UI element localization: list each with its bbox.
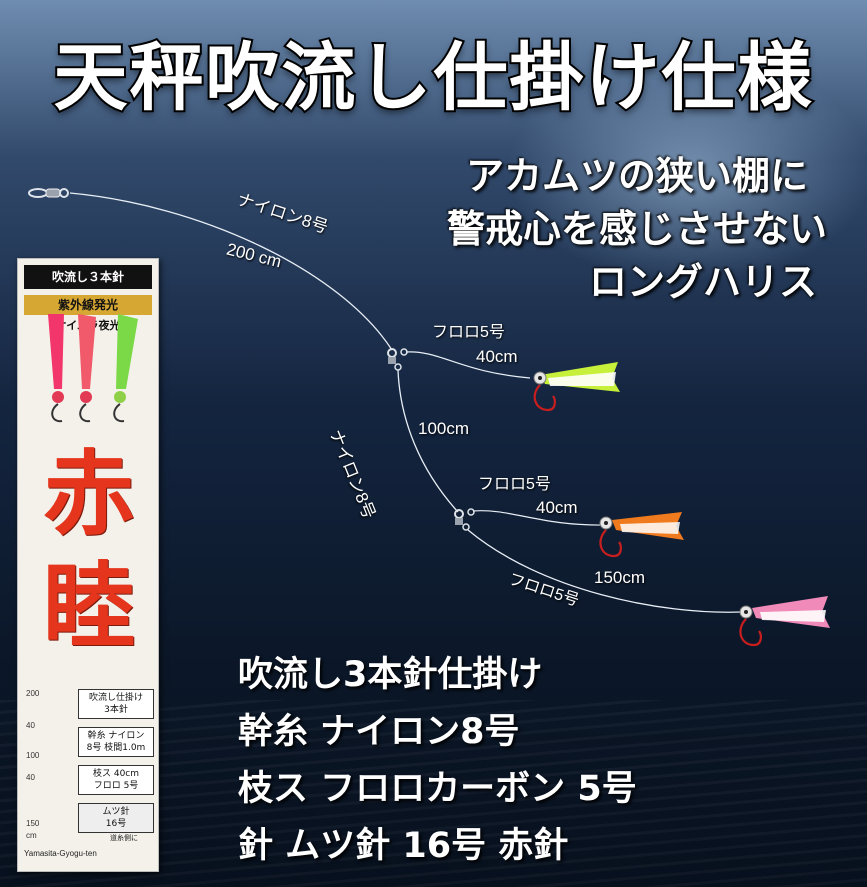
package-kanji-mutsu: 睦 [42, 552, 135, 660]
ruler-40a: 40 [26, 721, 35, 730]
tagline-line-3: ロングハリス [588, 260, 817, 304]
box2-line1: 幹糸 ナイロン [87, 731, 145, 741]
package-lures-icon [48, 314, 138, 423]
tagline-line-1: アカムツの狭い棚に [465, 154, 808, 198]
package-spec-box-3: 枝ス 40cm フロロ 5号 [78, 765, 154, 795]
ruler-200: 200 [26, 689, 40, 698]
ruler-unit: cm [26, 831, 37, 840]
three-way-swivel-icon-1 [387, 348, 408, 371]
branch1-material-label: フロロ5号 [432, 324, 505, 341]
snap-swivel-icon [28, 188, 69, 198]
box4-line2: 16号 [105, 819, 127, 829]
middle-length-label: 100cm [418, 419, 470, 438]
product-package: 吹流し３本針 紫外線発光 ケイムラ夜光 赤 睦 200 40 100 40 15… [17, 258, 159, 872]
package-uv-band: 紫外線発光 [24, 295, 152, 315]
main-line-nylon [69, 192, 393, 351]
spec-line-4: 針 ムツ針 16号 赤針 [238, 826, 569, 866]
tagline: アカムツの狭い棚に 警戒心を感じさせない ロングハリス [447, 150, 827, 309]
middle-line-nylon [397, 369, 459, 513]
box3-line1: 枝ス [92, 769, 111, 779]
box3-line2: フロロ [93, 781, 121, 791]
orange-lure-icon [599, 512, 684, 558]
tail-line [467, 529, 743, 613]
ruler-150: 150 [26, 819, 40, 828]
branch2-material-label: フロロ5号 [478, 476, 551, 493]
tagline-line-2: 警戒心を感じさせない [446, 207, 827, 251]
box3-val1: 40cm [113, 769, 140, 779]
spec-line-1: 吹流し3本針仕掛け [238, 655, 543, 695]
ruler-40b: 40 [26, 773, 35, 782]
three-way-swivel-icon-2 [454, 508, 475, 531]
package-spec-box-2: 幹糸 ナイロン 8号 枝間1.0m [78, 727, 154, 757]
box2-line2: 8号 枝間1.0m [86, 743, 146, 753]
box1-line2: 3本針 [104, 705, 128, 715]
branch2-length-label: 40cm [536, 498, 578, 517]
package-note: 道糸側に [110, 834, 138, 842]
spec-line-2: 幹糸 ナイロン8号 [238, 712, 520, 752]
package-brand: Yamasita-Gyogu-ten [24, 849, 97, 858]
package-header: 吹流し３本針 [24, 265, 152, 289]
package-spec-box-4: ムツ針 16号 [78, 803, 154, 833]
green-lure-icon [533, 362, 620, 412]
branch-line-1 [405, 351, 531, 379]
page-title: 天秤吹流し仕掛け仕様 [52, 33, 814, 123]
ruler-100: 100 [26, 751, 40, 760]
spec-line-3: 枝ス フロロカーボン 5号 [238, 769, 637, 809]
tail-length-label: 150cm [594, 568, 646, 587]
spec-list: 吹流し3本針仕掛け 幹糸 ナイロン8号 枝ス フロロカーボン 5号 針 ムツ針 … [238, 647, 637, 875]
package-kanji-aka: 赤 [42, 440, 135, 548]
pink-lure-icon [739, 596, 830, 647]
box3-val2: 5号 [123, 781, 139, 791]
branch-line-2 [472, 510, 606, 526]
box4-line1: ムツ針 [102, 807, 130, 817]
branch1-length-label: 40cm [476, 347, 518, 366]
box1-line1: 吹流し仕掛け [88, 693, 143, 703]
package-spec-box-1: 吹流し仕掛け 3本針 [78, 689, 154, 719]
